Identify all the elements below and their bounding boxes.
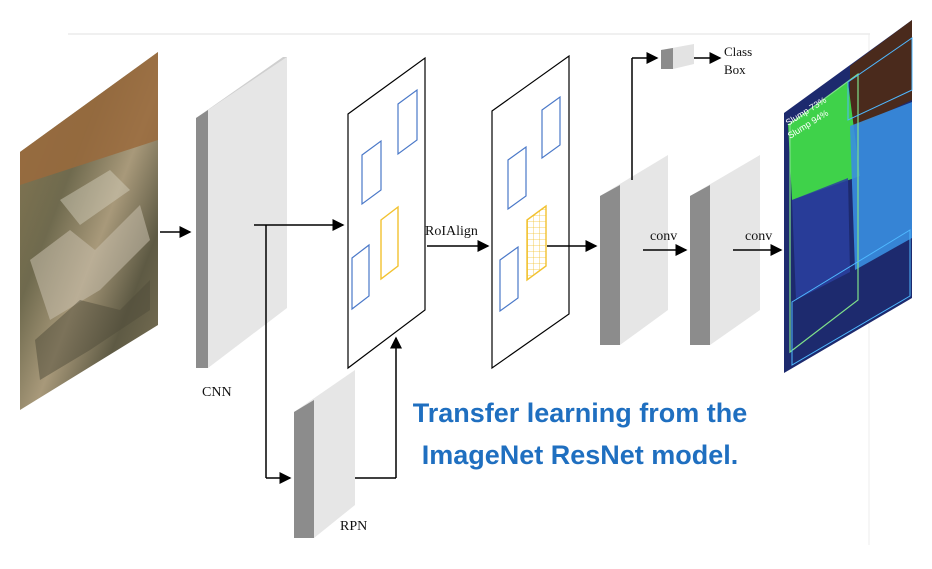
roi-box — [507, 145, 527, 211]
roi-box-highlight — [380, 205, 399, 281]
roi-box — [361, 139, 382, 206]
roialign-label: RoIAlign — [425, 224, 478, 239]
class-label: Class — [724, 44, 752, 59]
conv-label-1: conv — [650, 229, 677, 244]
roi-box — [499, 245, 519, 313]
caption-line-2: ImageNet ResNet model. — [421, 440, 739, 470]
caption-line-1: Transfer learning from the — [412, 398, 748, 428]
cnn-block — [196, 57, 287, 368]
roi-box — [541, 95, 561, 160]
conv-block-1 — [600, 155, 668, 345]
roi-box — [397, 88, 418, 156]
conv-block-2 — [690, 155, 760, 345]
roi-box — [351, 243, 370, 311]
conv-label-2: conv — [745, 229, 772, 244]
class-box-head — [661, 44, 694, 69]
feature-map-panel — [347, 56, 426, 370]
box-label: Box — [724, 62, 746, 77]
output-image: Slump 73% Slump 94% — [784, 20, 913, 373]
rpn-label: RPN — [340, 519, 367, 534]
caption: Transfer learning from the ImageNet ResN… — [380, 392, 780, 476]
input-image — [20, 52, 158, 410]
cnn-label: CNN — [202, 385, 232, 400]
rpn-block — [294, 370, 355, 538]
aligned-features-panel — [491, 54, 570, 370]
roi-grid-highlight — [526, 204, 547, 282]
